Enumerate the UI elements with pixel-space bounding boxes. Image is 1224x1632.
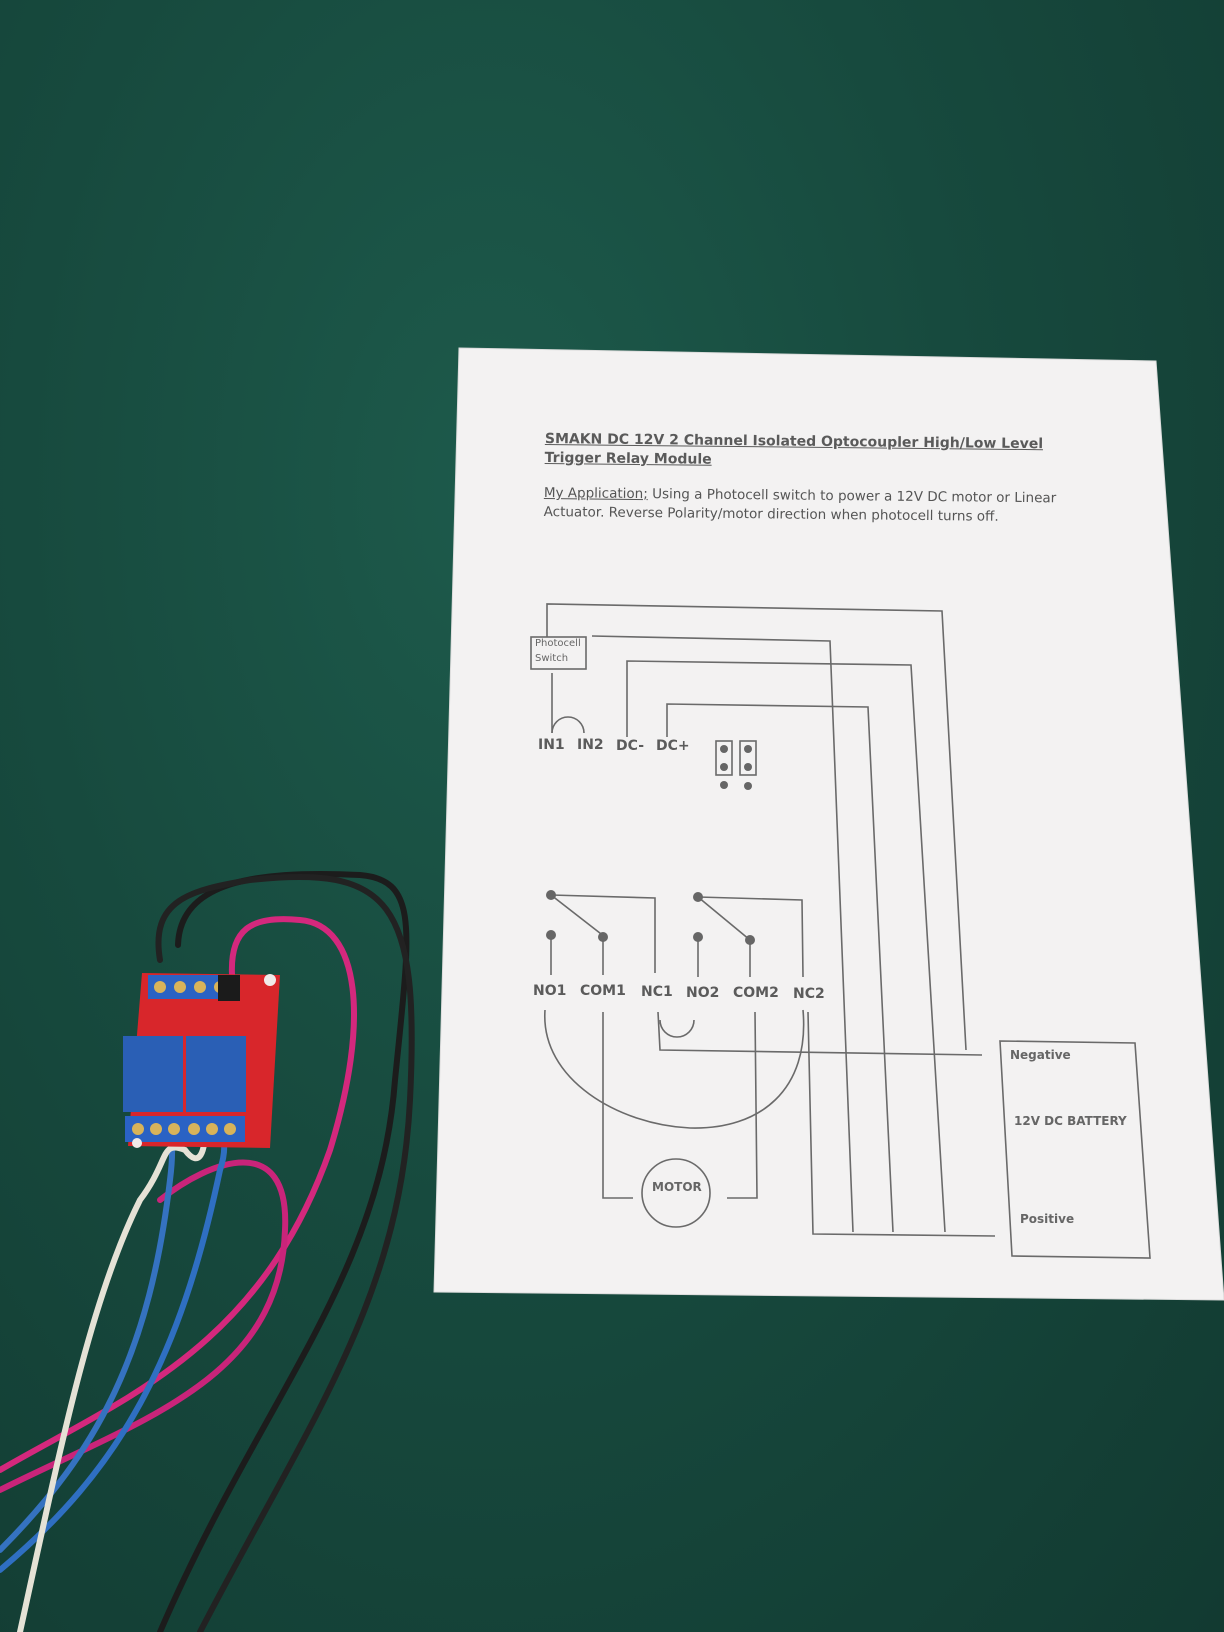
magenta-wire — [0, 916, 357, 1473]
document-title: SMAKN DC 12V 2 Channel Isolated Optocoup… — [544, 430, 1044, 468]
white-wire — [17, 1127, 208, 1632]
magenta-wire-2 — [0, 1159, 289, 1493]
relay-board — [123, 973, 280, 1148]
motor-label: MOTOR — [652, 1180, 702, 1194]
wires — [0, 870, 415, 1632]
black-wire-2 — [155, 874, 415, 1632]
battery-negative-label: Negative — [1010, 1048, 1071, 1062]
black-wire — [157, 870, 410, 1632]
blue-wire — [0, 1117, 228, 1573]
terminal-in2: IN2 — [577, 737, 604, 753]
terminal-dc-plus: DC+ — [656, 738, 690, 754]
terminal-no1: NO1 — [533, 983, 567, 999]
diagram-wires — [530, 603, 1151, 1259]
terminal-dots — [546, 745, 755, 945]
blue-wire-2 — [0, 1122, 176, 1553]
battery-positive-label: Positive — [1020, 1212, 1075, 1226]
terminal-in1: IN1 — [538, 737, 565, 753]
terminal-nc1: NC1 — [641, 984, 673, 1000]
terminal-com2: COM2 — [733, 985, 779, 1001]
terminal-com1: COM1 — [580, 983, 626, 999]
terminal-nc2: NC2 — [793, 986, 825, 1002]
application-label: My Application; — [543, 484, 648, 503]
terminal-no2: NO2 — [686, 985, 720, 1001]
battery-label: 12V DC BATTERY — [1014, 1114, 1127, 1128]
photocell-label-2: Switch — [535, 653, 569, 664]
photocell-label-1: Photocell — [535, 638, 581, 649]
terminal-dc-minus: DC- — [616, 738, 645, 754]
application-description: My Application; Using a Photocell switch… — [544, 484, 1074, 528]
